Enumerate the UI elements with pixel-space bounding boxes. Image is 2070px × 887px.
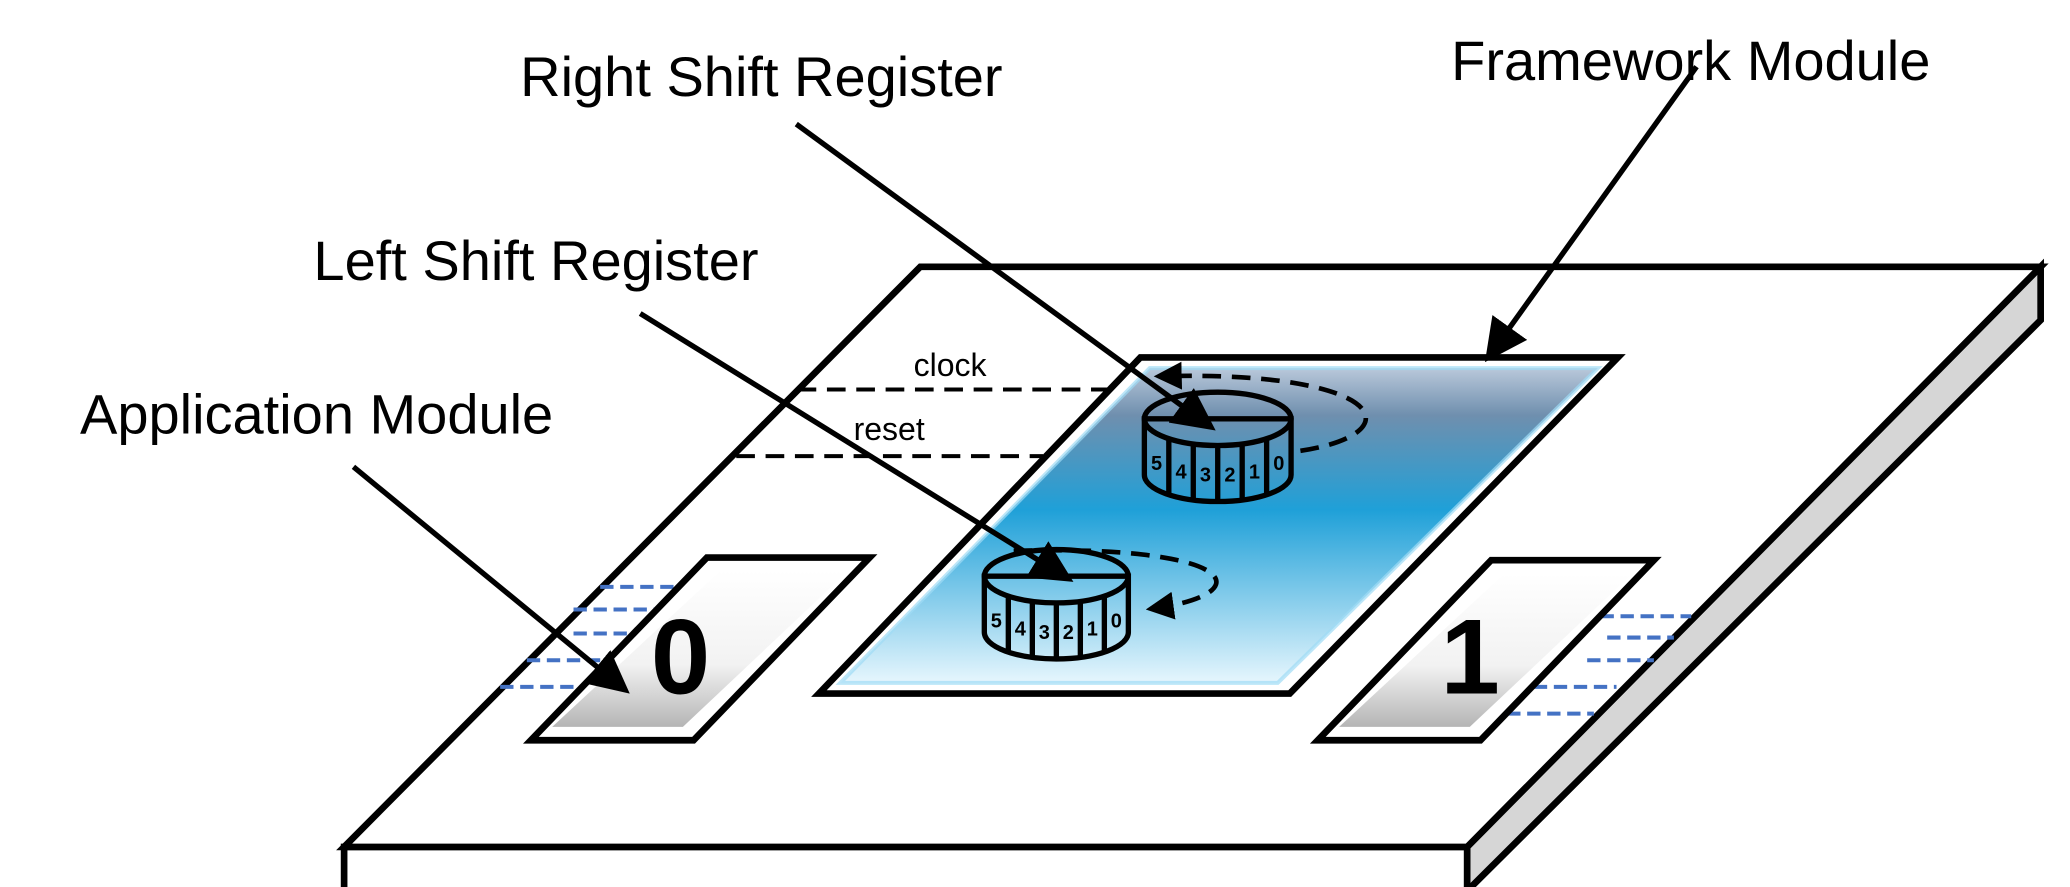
io-wires bbox=[500, 584, 1692, 716]
right-shift-register-pointer bbox=[794, 121, 1216, 431]
register-bit: 4 bbox=[1175, 461, 1187, 483]
application-module-pointer bbox=[351, 464, 630, 694]
register-bit: 2 bbox=[1063, 622, 1074, 644]
callout-arrows bbox=[351, 65, 1699, 694]
register-bit: 5 bbox=[1151, 453, 1162, 475]
application-module-1: 1 bbox=[1309, 556, 1662, 744]
register-bit: 5 bbox=[991, 610, 1002, 632]
framework-module-label: Framework Module bbox=[1451, 29, 1930, 92]
register-bit: 1 bbox=[1249, 461, 1260, 483]
application-module-label: Application Module bbox=[80, 382, 553, 445]
register-bit: 0 bbox=[1273, 453, 1284, 475]
register-bit: 2 bbox=[1224, 465, 1235, 487]
module-number-1: 1 bbox=[1440, 597, 1499, 717]
left-register-rotation-arrow bbox=[1013, 547, 1219, 620]
left-shift-register-label: Left Shift Register bbox=[313, 229, 758, 292]
register-body bbox=[1141, 416, 1294, 505]
register-bit: 1 bbox=[1087, 619, 1098, 641]
right-shift-register-label: Right Shift Register bbox=[520, 45, 1002, 108]
module-number-0: 0 bbox=[651, 597, 710, 717]
register-bit: 3 bbox=[1039, 622, 1050, 644]
left-shift-register-pointer bbox=[638, 311, 1074, 582]
right-register-rotation-arrow bbox=[1153, 361, 1369, 454]
framework-module-pointer bbox=[1484, 65, 1699, 363]
clock-label: clock bbox=[914, 347, 988, 383]
signal-lines: clock reset bbox=[736, 347, 1110, 482]
register-body bbox=[981, 573, 1132, 662]
register-bit: 4 bbox=[1015, 619, 1027, 641]
register-bit: 0 bbox=[1111, 610, 1122, 632]
reset-label: reset bbox=[854, 411, 925, 447]
register-bit: 3 bbox=[1200, 465, 1211, 487]
